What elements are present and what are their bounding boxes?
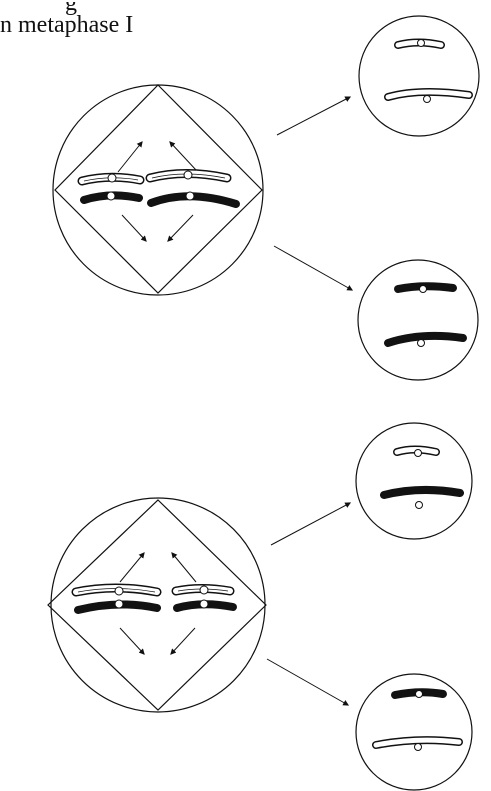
division-arrow [270, 502, 352, 546]
spindle-arrow [119, 552, 145, 583]
daughter-cell-2 [357, 259, 479, 381]
chromosome-light [71, 583, 162, 597]
chromosome-dark [147, 191, 240, 208]
division-arrow [276, 96, 352, 136]
cell-membrane [357, 259, 479, 381]
chromosome-light [372, 736, 463, 751]
figure-caption: g n metaphase I [0, 0, 210, 50]
daughter-cell-1 [358, 15, 480, 137]
spindle-arrow [117, 141, 143, 173]
cell-membrane [355, 422, 473, 540]
division-arrow [266, 658, 350, 706]
chromosome-light [77, 172, 145, 186]
spindle-arrow [170, 627, 196, 655]
chromosome-light [145, 169, 232, 183]
chromosome-light [171, 584, 235, 596]
chromosome-light [394, 38, 445, 49]
parent-cell-top [52, 84, 264, 296]
spindle-arrow [171, 552, 197, 583]
chromosome-dark [391, 688, 447, 699]
spindle-arrow [121, 214, 147, 242]
daughter-cell-3 [355, 422, 473, 540]
chromosome-dark [74, 599, 161, 614]
chromosome-dark [380, 485, 464, 509]
spindle-arrow [169, 141, 197, 171]
caption-line-2: n metaphase I [0, 12, 134, 38]
cell-membrane [358, 15, 480, 137]
chromosome-light [384, 87, 473, 103]
cell-membrane [355, 673, 473, 791]
division-arrow [273, 245, 354, 291]
daughter-cell-4 [355, 673, 473, 791]
spindle-diamond [54, 84, 263, 294]
chromosome-light [393, 445, 440, 457]
spindle-arrow [119, 627, 145, 655]
cell-membrane [52, 84, 264, 296]
chromosome-dark [173, 599, 237, 612]
caption-line-1: g [65, 0, 77, 16]
spindle-diamond [47, 499, 267, 711]
chromosome-dark [384, 331, 467, 347]
cell-membrane [50, 497, 266, 713]
parent-cell-bottom [47, 497, 267, 713]
chromosome-dark [394, 282, 457, 293]
spindle-arrow [167, 214, 194, 242]
chromosome-dark [80, 191, 143, 204]
